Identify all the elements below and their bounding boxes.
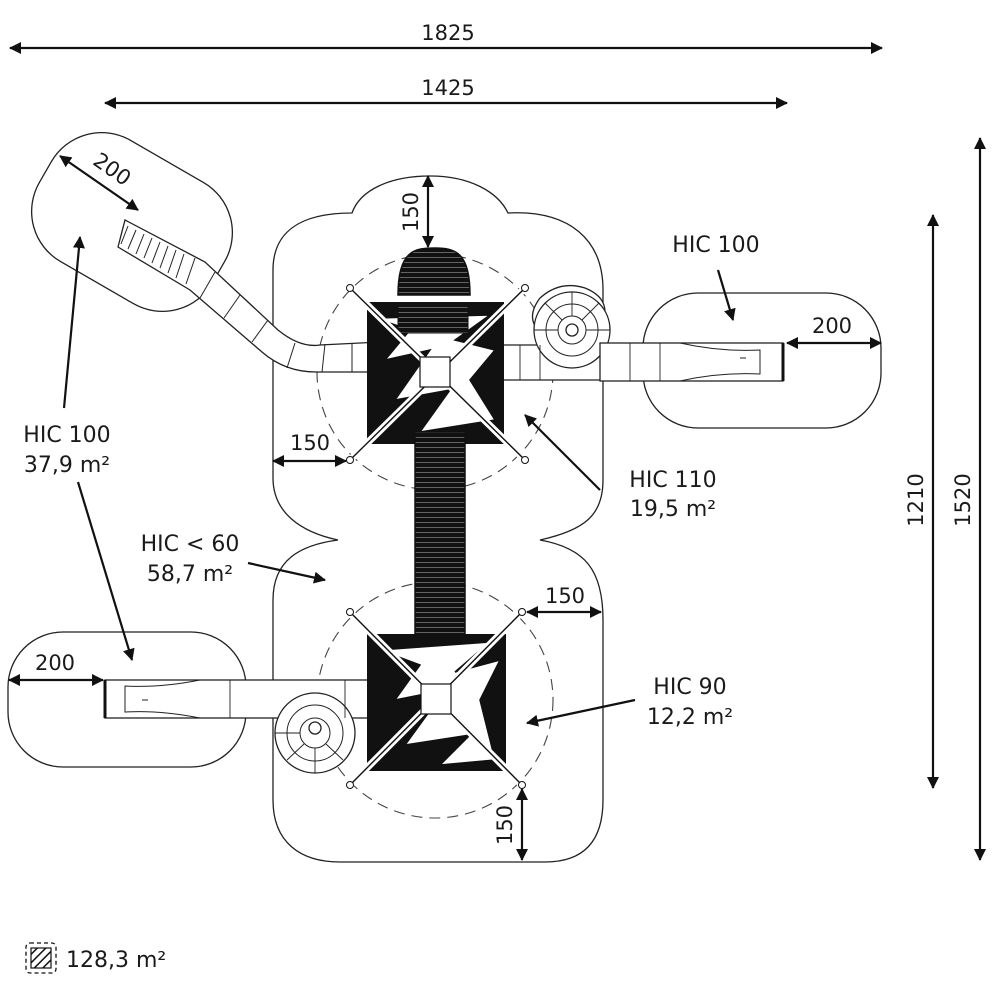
hic100-left-area: 37,9 m² xyxy=(24,453,110,478)
top-left-slide-zone xyxy=(30,131,234,313)
climbing-dome-icon xyxy=(397,247,471,296)
zone-leader-arrows xyxy=(62,236,736,727)
lower-tower xyxy=(346,608,526,789)
upper-tower xyxy=(346,247,529,464)
net-tunnel-bridge xyxy=(414,431,466,643)
total-area-label: 128,3 m² xyxy=(66,948,166,973)
slide-top-left-label: 200 xyxy=(89,148,136,191)
hic110-area: 19,5 m² xyxy=(630,497,716,522)
right-spiral-slide xyxy=(479,284,785,382)
hic100-left-label: HIC 100 xyxy=(23,423,110,448)
main-safety-zone xyxy=(272,175,604,863)
right-clearance-label: 150 xyxy=(545,584,585,608)
hic60-area: 58,7 m² xyxy=(147,562,233,587)
hic60-label: HIC < 60 xyxy=(141,532,240,557)
hatched-square-icon xyxy=(25,942,57,974)
hic90-area: 12,2 m² xyxy=(647,705,733,730)
bottom-clearance-label: 150 xyxy=(493,805,517,845)
left-clearance-label: 150 xyxy=(290,431,330,455)
inner-height-label: 1210 xyxy=(904,473,928,526)
overall-width-label: 1825 xyxy=(421,21,474,45)
top-clearance-label: 150 xyxy=(399,192,423,232)
inner-width-label: 1425 xyxy=(421,76,474,100)
slide-bottom-left-label: 200 xyxy=(35,651,75,675)
overall-height-label: 1520 xyxy=(951,473,975,526)
legend: 128,3 m² xyxy=(25,942,166,974)
slide-right-label: 200 xyxy=(812,314,852,338)
hic100-right-label: HIC 100 xyxy=(672,233,759,258)
top-left-tube-slide xyxy=(117,219,381,373)
left-spiral-slide xyxy=(103,679,406,774)
hic90-label: HIC 90 xyxy=(653,675,726,700)
hic110-label: HIC 110 xyxy=(629,468,716,493)
dimension-lines xyxy=(8,42,986,861)
